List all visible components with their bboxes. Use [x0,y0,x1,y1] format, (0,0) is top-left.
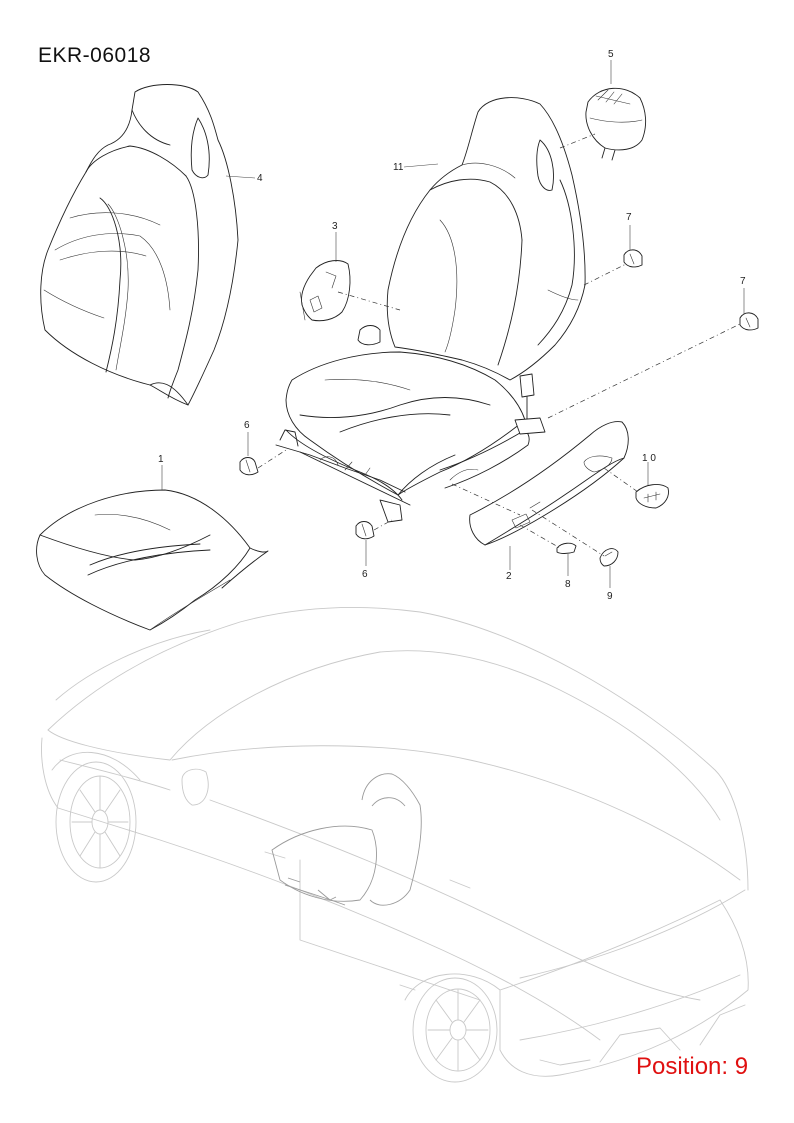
callout-6b: 6 [362,569,368,580]
part-cap-small [556,542,577,554]
part-rail-cap-lower [355,521,375,540]
part-side-panel [469,421,629,546]
callout-7b: 7 [740,276,746,287]
callout-4: 4 [257,173,263,184]
callout-1: 1 [158,454,164,465]
callout-11: 11 [393,162,404,173]
part-clip-upper [623,249,643,268]
part-rail-cap-upper [239,457,259,476]
callout-2: 2 [506,571,512,582]
part-headrest [585,87,647,161]
part-complete-seat [275,97,586,523]
callout-3: 3 [332,221,338,232]
diagram-code: EKR-06018 [38,44,152,67]
callout-7a: 7 [626,212,632,223]
part-adjust-cover [635,484,669,509]
front-wheel [51,751,141,883]
part-backrest-cover [40,84,239,406]
part-cushion-cover [36,489,269,631]
callout-5: 5 [608,49,614,60]
part-side-trim [299,260,351,322]
callout-8: 8 [565,579,571,590]
rear-wheel [404,973,501,1083]
callout-9: 9 [607,591,613,602]
part-clip-lower [739,312,759,331]
part-plug [599,548,619,567]
callout-10: 1 0 [642,453,656,464]
vehicle-outline [41,606,749,1083]
installed-seat-highlight [271,773,422,906]
position-indicator: Position: 9 [636,1053,749,1080]
callout-6a: 6 [244,420,250,431]
